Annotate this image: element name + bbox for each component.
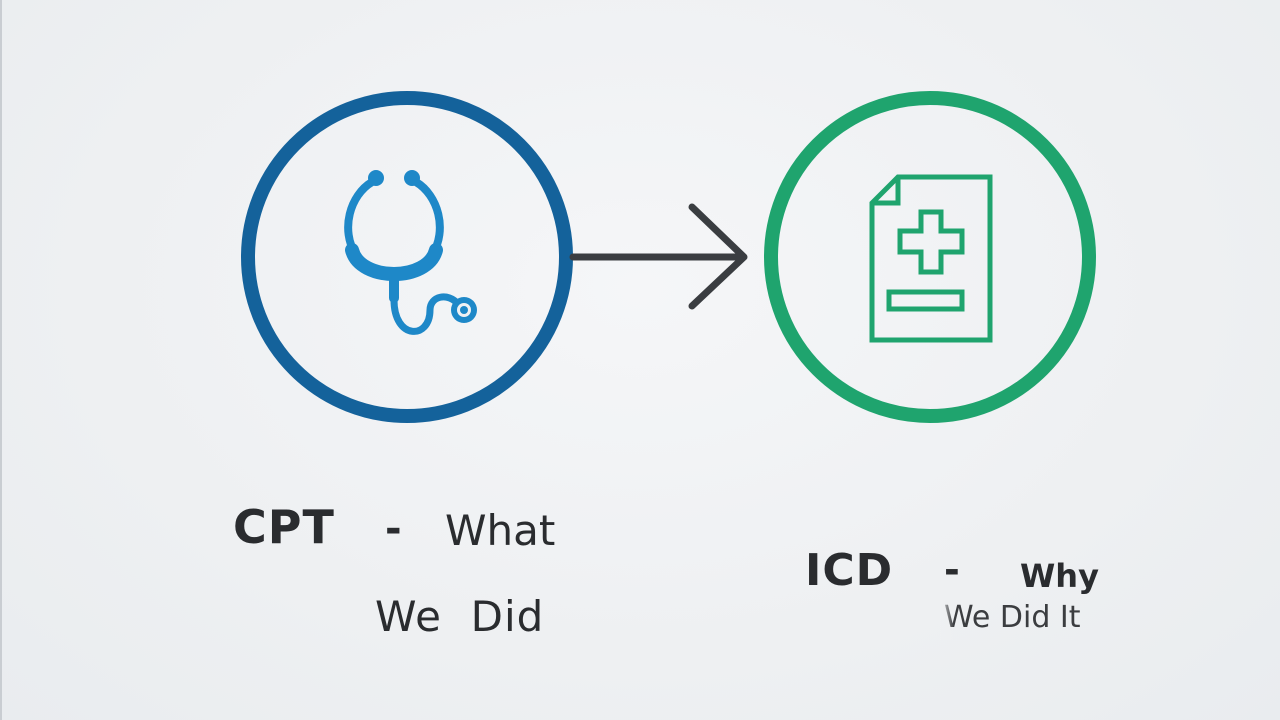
icd-dash: -	[944, 548, 960, 592]
icd-description-line-2: We Did It	[944, 600, 1081, 635]
cpt-code-label: CPT	[233, 500, 335, 554]
icd-code-label: ICD	[805, 545, 894, 596]
stethoscope-icon	[344, 170, 477, 335]
cpt-description-line-2: We Did	[375, 592, 545, 641]
left-edge-divider	[0, 0, 2, 720]
icd-description-line-1: Why	[1020, 557, 1099, 595]
arrow-right-icon	[569, 203, 748, 310]
text-fade-overlay	[940, 600, 954, 640]
cpt-dash: -	[385, 506, 402, 552]
medical-document-icon	[869, 174, 993, 343]
cpt-description-line-1: What	[445, 506, 556, 555]
